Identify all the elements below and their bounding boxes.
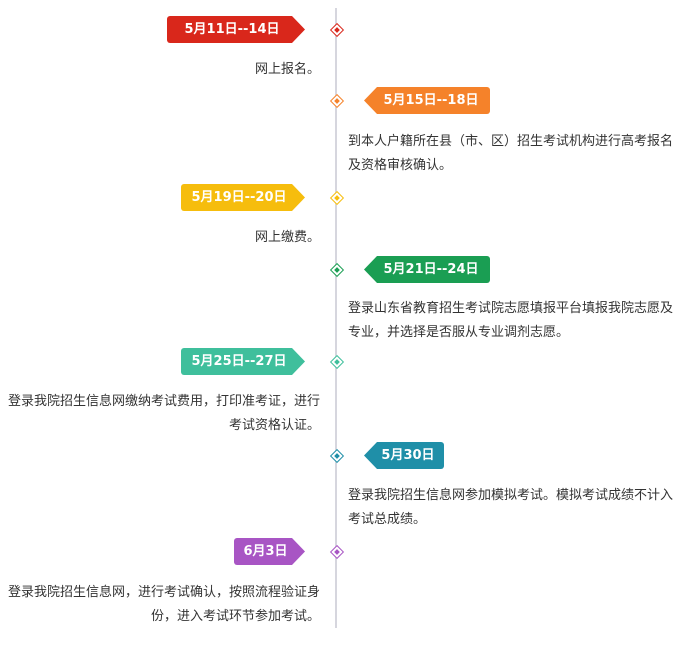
event-description: 登录我院招生信息网，进行考试确认，按照流程验证身份，进入考试环节参加考试。 (7, 585, 320, 624)
event-description: 登录山东省教育招生考试院志愿填报平台填报我院志愿及专业，并选择是否服从专业调剂志… (348, 301, 674, 340)
date-tag: 5月25日--27日 (181, 348, 305, 375)
date-tag: 5月30日 (364, 442, 444, 469)
diamond-marker-icon (329, 448, 344, 463)
event-description: 登录我院招生信息网参加模拟考试。模拟考试成绩不计入考试总成绩。 (348, 488, 674, 527)
diamond-marker-icon (329, 544, 344, 559)
date-tag: 5月15日--18日 (364, 87, 490, 114)
event-description: 网上缴费。 (254, 230, 320, 245)
date-tag: 5月11日--14日 (167, 16, 305, 43)
diamond-marker-icon (329, 262, 344, 277)
event-description: 登录我院招生信息网缴纳考试费用，打印准考证，进行考试资格认证。 (7, 394, 320, 433)
diamond-marker-icon (329, 190, 344, 205)
date-tag: 5月21日--24日 (364, 256, 490, 283)
timeline-line (335, 8, 337, 628)
diamond-marker-icon (329, 93, 344, 108)
diamond-marker-icon (329, 22, 344, 37)
diamond-marker-icon (329, 354, 344, 369)
event-description: 到本人户籍所在县（市、区）招生考试机构进行高考报名及资格审核确认。 (348, 134, 674, 173)
date-tag: 6月3日 (234, 538, 305, 565)
event-description: 网上报名。 (254, 62, 320, 77)
date-tag: 5月19日--20日 (181, 184, 305, 211)
